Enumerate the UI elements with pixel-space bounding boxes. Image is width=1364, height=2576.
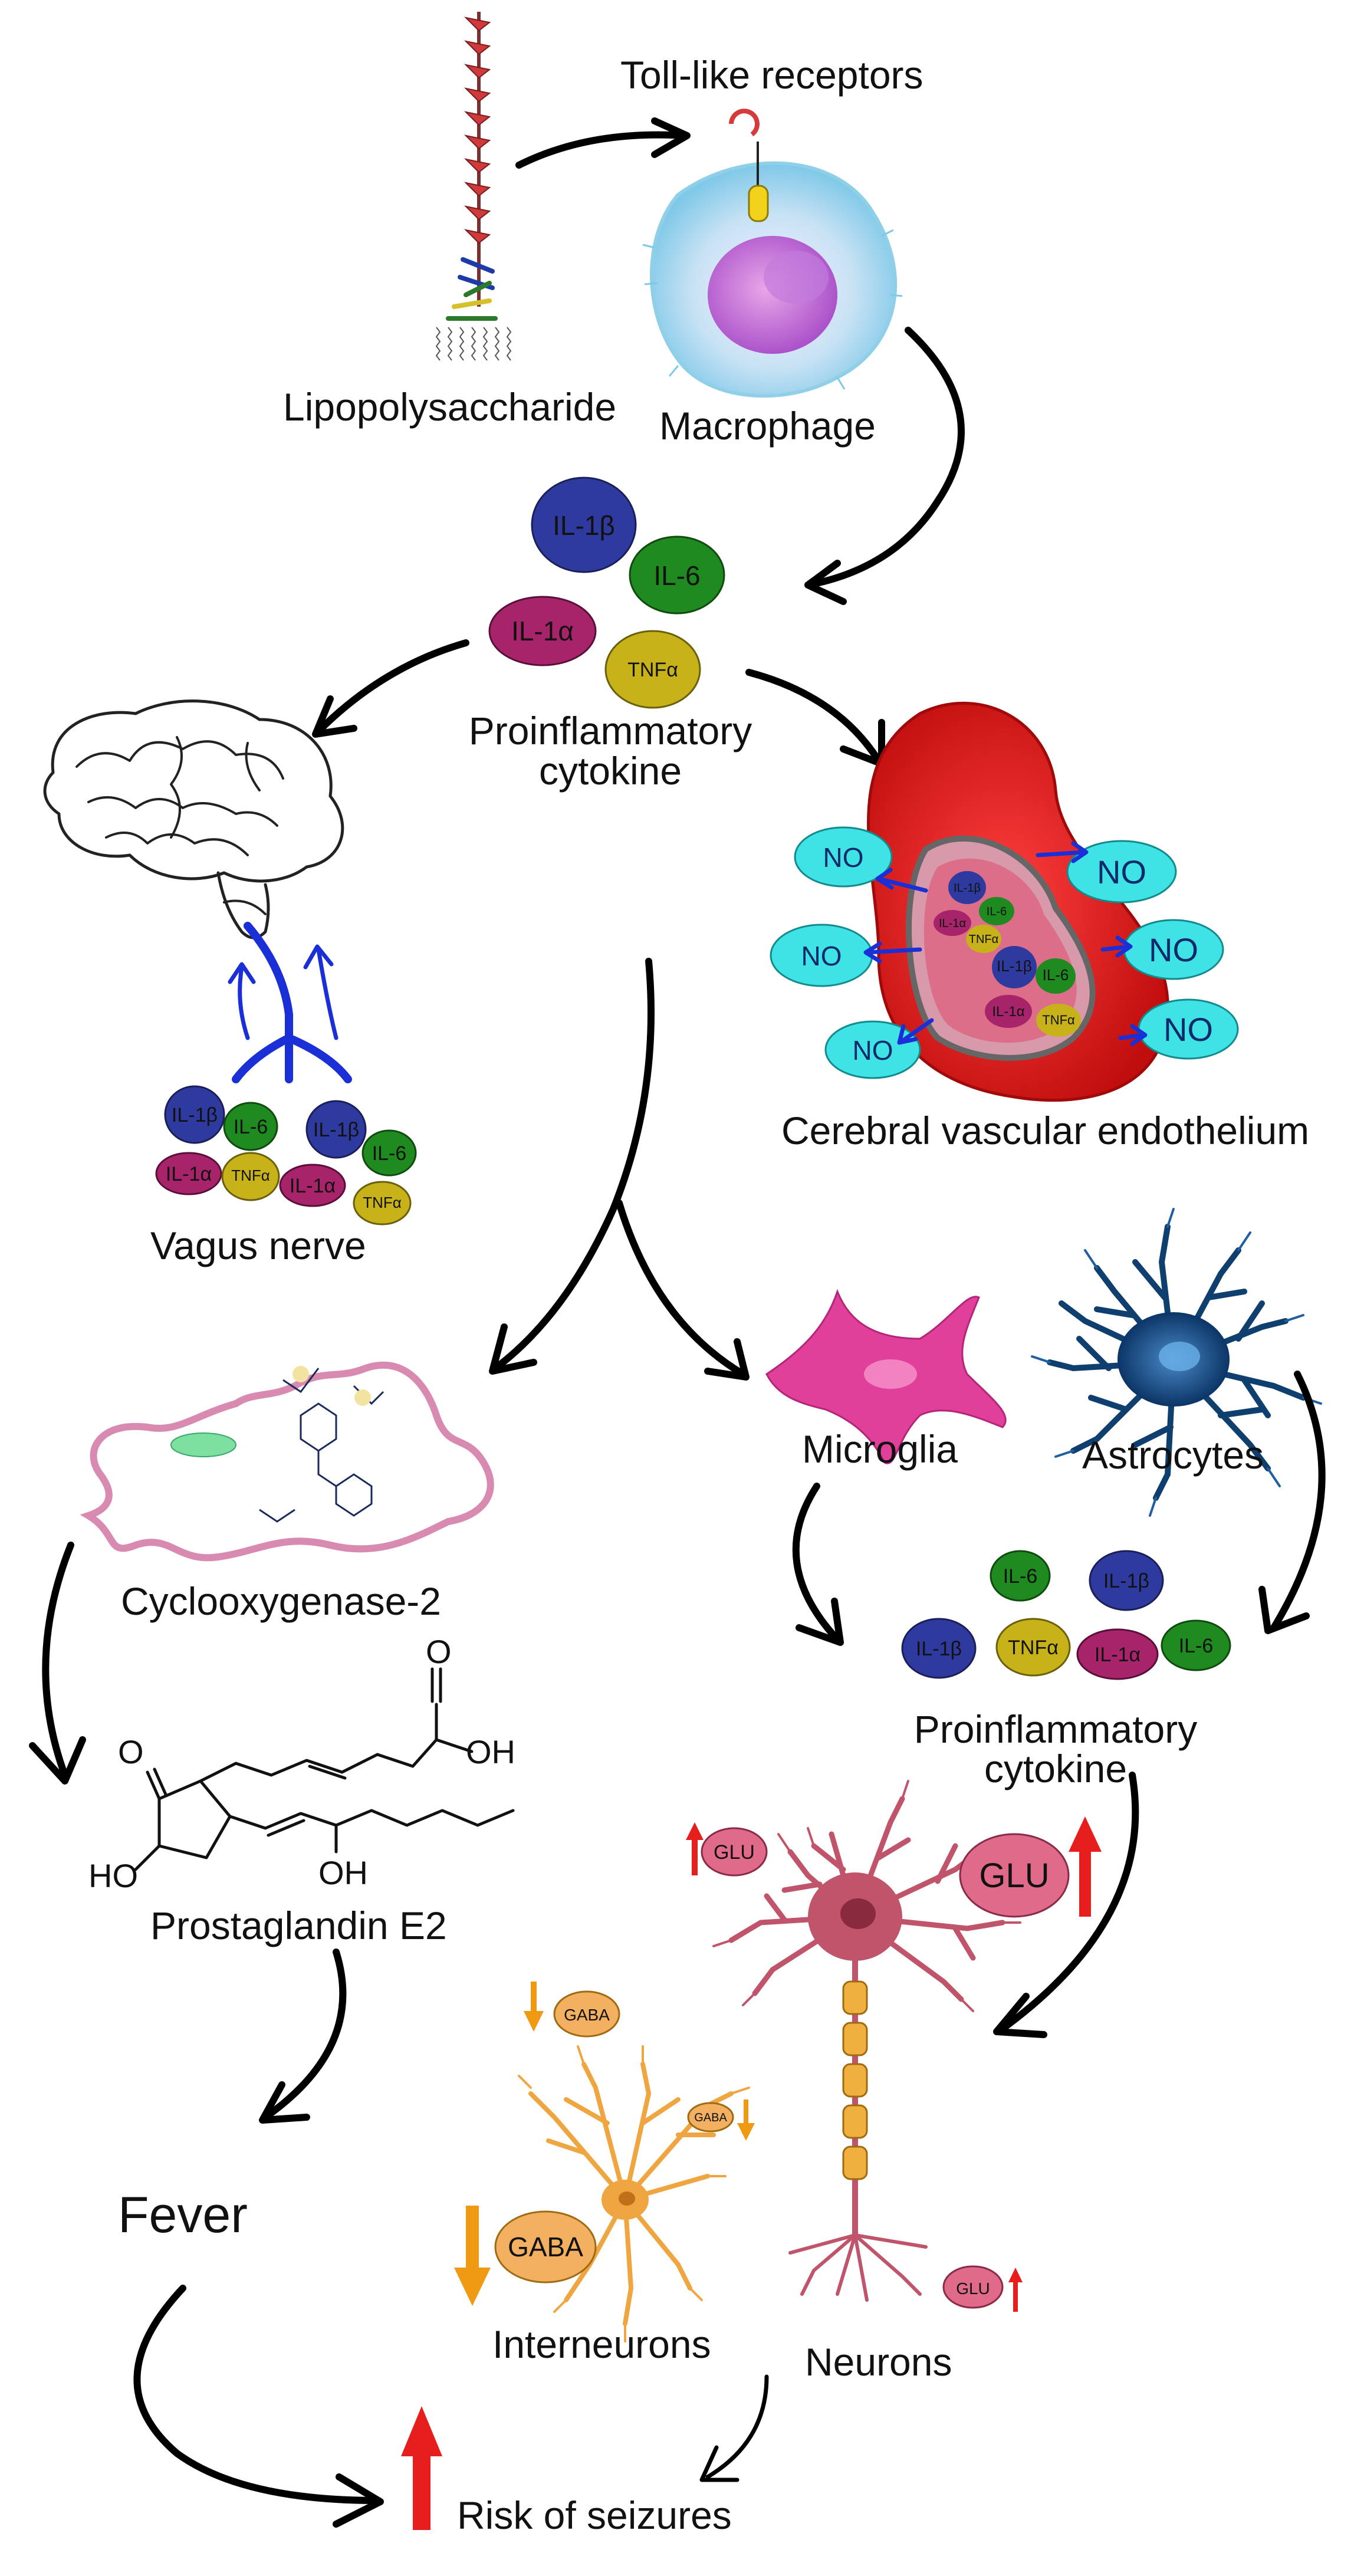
arrow-microglia-to-cytokines — [792, 1483, 841, 1643]
macrophage-graphic — [642, 109, 903, 398]
label-cyclooxygenase-2: Cyclooxygenase-2 — [121, 1579, 441, 1623]
cytokine-il1a: IL-1α — [511, 616, 574, 646]
glu-large: GLU — [979, 1857, 1049, 1895]
label-microglia: Microglia — [802, 1427, 958, 1471]
label-neurons: Neurons — [805, 2340, 952, 2384]
no-6: NO — [1163, 1011, 1213, 1048]
interneuron-graphic — [518, 2045, 750, 2342]
up-arrows — [401, 1816, 1102, 2530]
glu-group: GLU GLU GLU — [701, 1827, 1070, 2309]
neuron-graphic — [712, 1780, 1021, 2302]
vagus-nerve-graphic — [228, 922, 352, 1083]
mid-il1b-2: IL-1β — [916, 1638, 962, 1660]
pge2-o-acid: O — [426, 1633, 452, 1670]
cytokine-cluster-top: IL-1β IL-6 IL-1α TNFα — [488, 477, 725, 709]
gaba-group: GABA GABA GABA — [494, 1990, 734, 2283]
label-toll-like-receptors: Toll-like receptors — [620, 53, 923, 97]
no-2: NO — [1097, 853, 1146, 891]
arrow-interneurons-to-risk — [705, 2374, 769, 2479]
microglia-graphic — [765, 1289, 1007, 1464]
cytokine-cluster-vagus: IL-1β IL-6 IL-1α TNFα IL-1β IL-6 IL-1α T… — [155, 1085, 417, 1225]
arrow-astrocytes-to-cytokines — [1270, 1371, 1326, 1631]
label-proinflammatory-mid-1: Proinflammatory — [914, 1707, 1197, 1751]
mid-tnfa: TNFα — [1008, 1637, 1059, 1659]
label-proinflammatory-top-2: cytokine — [539, 749, 682, 793]
mid-il6-2: IL-6 — [1179, 1635, 1214, 1657]
label-vagus-nerve: Vagus nerve — [150, 1224, 366, 1267]
brain-graphic — [43, 699, 344, 939]
vagus-il1a-2: IL-1α — [290, 1175, 336, 1197]
vagus-il1b-1: IL-1β — [172, 1104, 218, 1126]
glu-small-2: GLU — [956, 2279, 990, 2298]
arrow-cytokine-to-neurons — [999, 1772, 1139, 2032]
label-astrocytes: Astrocytes — [1082, 1433, 1264, 1477]
cyclooxygenase-2-graphic — [80, 1361, 494, 1562]
label-proinflammatory-mid-2: cytokine — [984, 1747, 1127, 1790]
gaba-small-2: GABA — [694, 2111, 727, 2124]
cytokine-il1b: IL-1β — [553, 510, 615, 541]
arrow-macrophage-to-cytokines — [810, 327, 965, 587]
vessel-tnfa-1: TNFα — [969, 933, 998, 946]
no-3: NO — [801, 941, 842, 971]
arrow-cytokine-to-brain — [315, 639, 469, 735]
no-1: NO — [823, 842, 864, 873]
cytokine-tnfa: TNFα — [627, 659, 678, 681]
mid-il1a: IL-1α — [1095, 1644, 1140, 1666]
pge2-oh-chain: OH — [318, 1854, 368, 1891]
label-cerebral-vascular-endothelium: Cerebral vascular endothelium — [781, 1109, 1309, 1152]
label-fever: Fever — [118, 2187, 248, 2243]
arrow-lps-to-tlr — [515, 131, 688, 169]
label-risk-of-seizures: Risk of seizures — [457, 2493, 732, 2537]
vessel-il6-2: IL-6 — [1043, 966, 1069, 984]
gaba-large: GABA — [508, 2232, 583, 2262]
arrow-cytokine-to-vessel — [745, 669, 882, 764]
no-4: NO — [1149, 931, 1198, 968]
pge2-o-ketone: O — [118, 1733, 144, 1770]
label-prostaglandin-e2: Prostaglandin E2 — [150, 1904, 447, 1947]
vessel-il6-1: IL-6 — [987, 905, 1007, 918]
cytokine-il6: IL-6 — [653, 560, 700, 591]
cytokine-cluster-mid: IL-6 IL-1β IL-1β TNFα IL-1α IL-6 — [901, 1550, 1231, 1680]
pge2-ho-ring: HO — [88, 1857, 138, 1894]
vessel-tnfa-2: TNFα — [1042, 1013, 1075, 1027]
arrow-central-right — [616, 1200, 747, 1378]
lipopolysaccharide-graphic — [435, 12, 512, 361]
down-arrows — [454, 1982, 755, 2306]
astrocyte-graphic — [1031, 1208, 1322, 1517]
vessel-il1b-1: IL-1β — [954, 882, 981, 895]
vagus-il1b-2: IL-1β — [313, 1119, 359, 1141]
arrow-fever-to-risk — [133, 2285, 381, 2504]
arrow-central-stem — [492, 958, 655, 1372]
no-5: NO — [853, 1035, 893, 1066]
vagus-il6-1: IL-6 — [234, 1116, 268, 1138]
arrow-pge2-to-fever — [262, 1949, 347, 2121]
vagus-il1a-1: IL-1α — [166, 1163, 212, 1185]
pge2-oh-acid: OH — [466, 1733, 515, 1770]
vagus-tnfa-2: TNFα — [363, 1194, 402, 1211]
mid-il1b-1: IL-1β — [1103, 1570, 1149, 1592]
vagus-il6-2: IL-6 — [372, 1142, 407, 1165]
glu-small-1: GLU — [714, 1841, 755, 1864]
gaba-small-1: GABA — [564, 2006, 610, 2024]
vagus-tnfa-1: TNFα — [231, 1167, 270, 1184]
vessel-il1a-1: IL-1α — [939, 917, 966, 930]
label-proinflammatory-top-1: Proinflammatory — [469, 709, 752, 753]
vessel-il1b-2: IL-1β — [997, 957, 1032, 975]
label-interneurons: Interneurons — [492, 2322, 711, 2366]
nitric-oxide-group: NO NO NO NO NO NO — [770, 826, 1239, 1079]
blood-vessel-graphic: IL-1β IL-6 IL-1α TNFα IL-1β IL-6 IL-1α T… — [867, 701, 1169, 1102]
vessel-il1a-2: IL-1α — [992, 1004, 1024, 1020]
label-macrophage: Macrophage — [659, 404, 876, 448]
arrow-cox2-to-pge2 — [42, 1542, 74, 1779]
mid-il6-1: IL-6 — [1003, 1565, 1038, 1588]
prostaglandin-e2-structure — [134, 1667, 515, 1871]
label-lipopolysaccharide: Lipopolysaccharide — [283, 385, 616, 429]
